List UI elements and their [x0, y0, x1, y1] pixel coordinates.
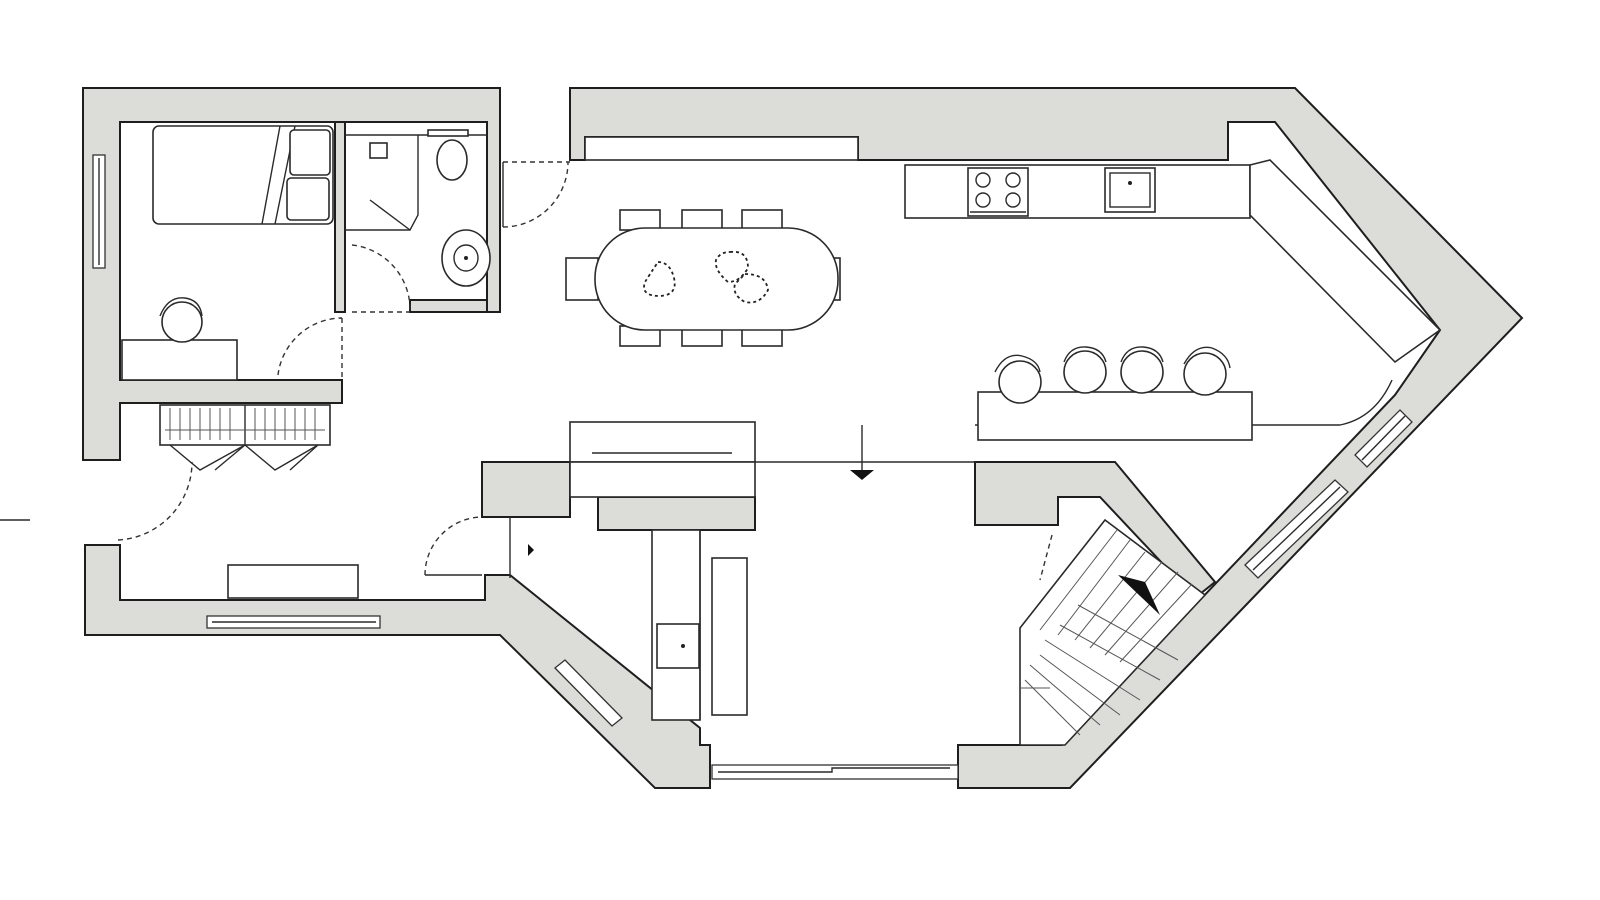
pillow — [289, 129, 331, 176]
bedroom — [121, 125, 359, 599]
toilet-cistern — [427, 129, 469, 137]
upper-shelf — [584, 136, 859, 161]
shower-tray — [345, 134, 487, 231]
door-main-swing — [502, 161, 570, 228]
pillow — [286, 177, 330, 221]
corner-counter — [1249, 159, 1442, 364]
desk-chair — [161, 301, 203, 343]
door-kitchenette-swing — [424, 516, 483, 576]
dining-area — [565, 209, 841, 347]
table-decor — [714, 250, 749, 283]
wall-central-block — [481, 461, 571, 518]
dining-chair — [681, 209, 723, 231]
dining-table — [594, 227, 839, 331]
wall-bedroom-bath — [334, 121, 346, 313]
shower-drain — [369, 142, 388, 159]
cabinet — [569, 421, 756, 463]
dining-chair — [565, 257, 599, 301]
wall-stair-enclosure — [974, 461, 1217, 600]
dining-chair — [619, 209, 661, 231]
desk — [121, 339, 238, 381]
bar-stool — [1063, 350, 1107, 394]
direction-arrow-icon — [850, 470, 874, 480]
wall-bedroom-top — [82, 87, 501, 461]
wall-bath-bottom — [409, 299, 488, 313]
dining-chair — [741, 209, 783, 231]
windows — [92, 154, 1413, 780]
stairs — [1019, 518, 1207, 746]
wardrobe — [159, 404, 331, 471]
bar-stool — [1120, 350, 1164, 394]
sideboard — [711, 557, 748, 716]
table-decor — [733, 273, 769, 304]
wall-central-block-2 — [597, 496, 756, 531]
walls — [82, 87, 1524, 789]
arrow-icon — [528, 544, 534, 556]
cabinet — [569, 461, 756, 498]
kitchen-sink — [1104, 167, 1156, 213]
staircase — [1019, 518, 1207, 746]
kitchenette-sink — [656, 623, 700, 669]
doors — [117, 161, 1053, 581]
bar-stools — [994, 346, 1231, 404]
bar-stool — [1183, 352, 1227, 396]
bar-stool — [998, 360, 1042, 404]
door-bedroom-swing — [277, 317, 343, 380]
kitchen-counter — [904, 164, 1251, 219]
central-cabinets — [569, 421, 975, 498]
bench — [227, 564, 359, 599]
door-stair-swing — [1039, 534, 1053, 581]
toilet — [436, 139, 468, 181]
cooktop — [967, 167, 1029, 217]
kitchen — [584, 136, 1442, 441]
window-kitchenette — [554, 659, 623, 727]
stair-up-arrow-icon — [1118, 575, 1160, 615]
bathroom — [345, 129, 491, 287]
door-bath-swing — [351, 244, 411, 313]
kitchenette — [509, 517, 748, 721]
door-entrance-swing — [117, 461, 193, 541]
wall-entrance-lower — [84, 544, 711, 789]
